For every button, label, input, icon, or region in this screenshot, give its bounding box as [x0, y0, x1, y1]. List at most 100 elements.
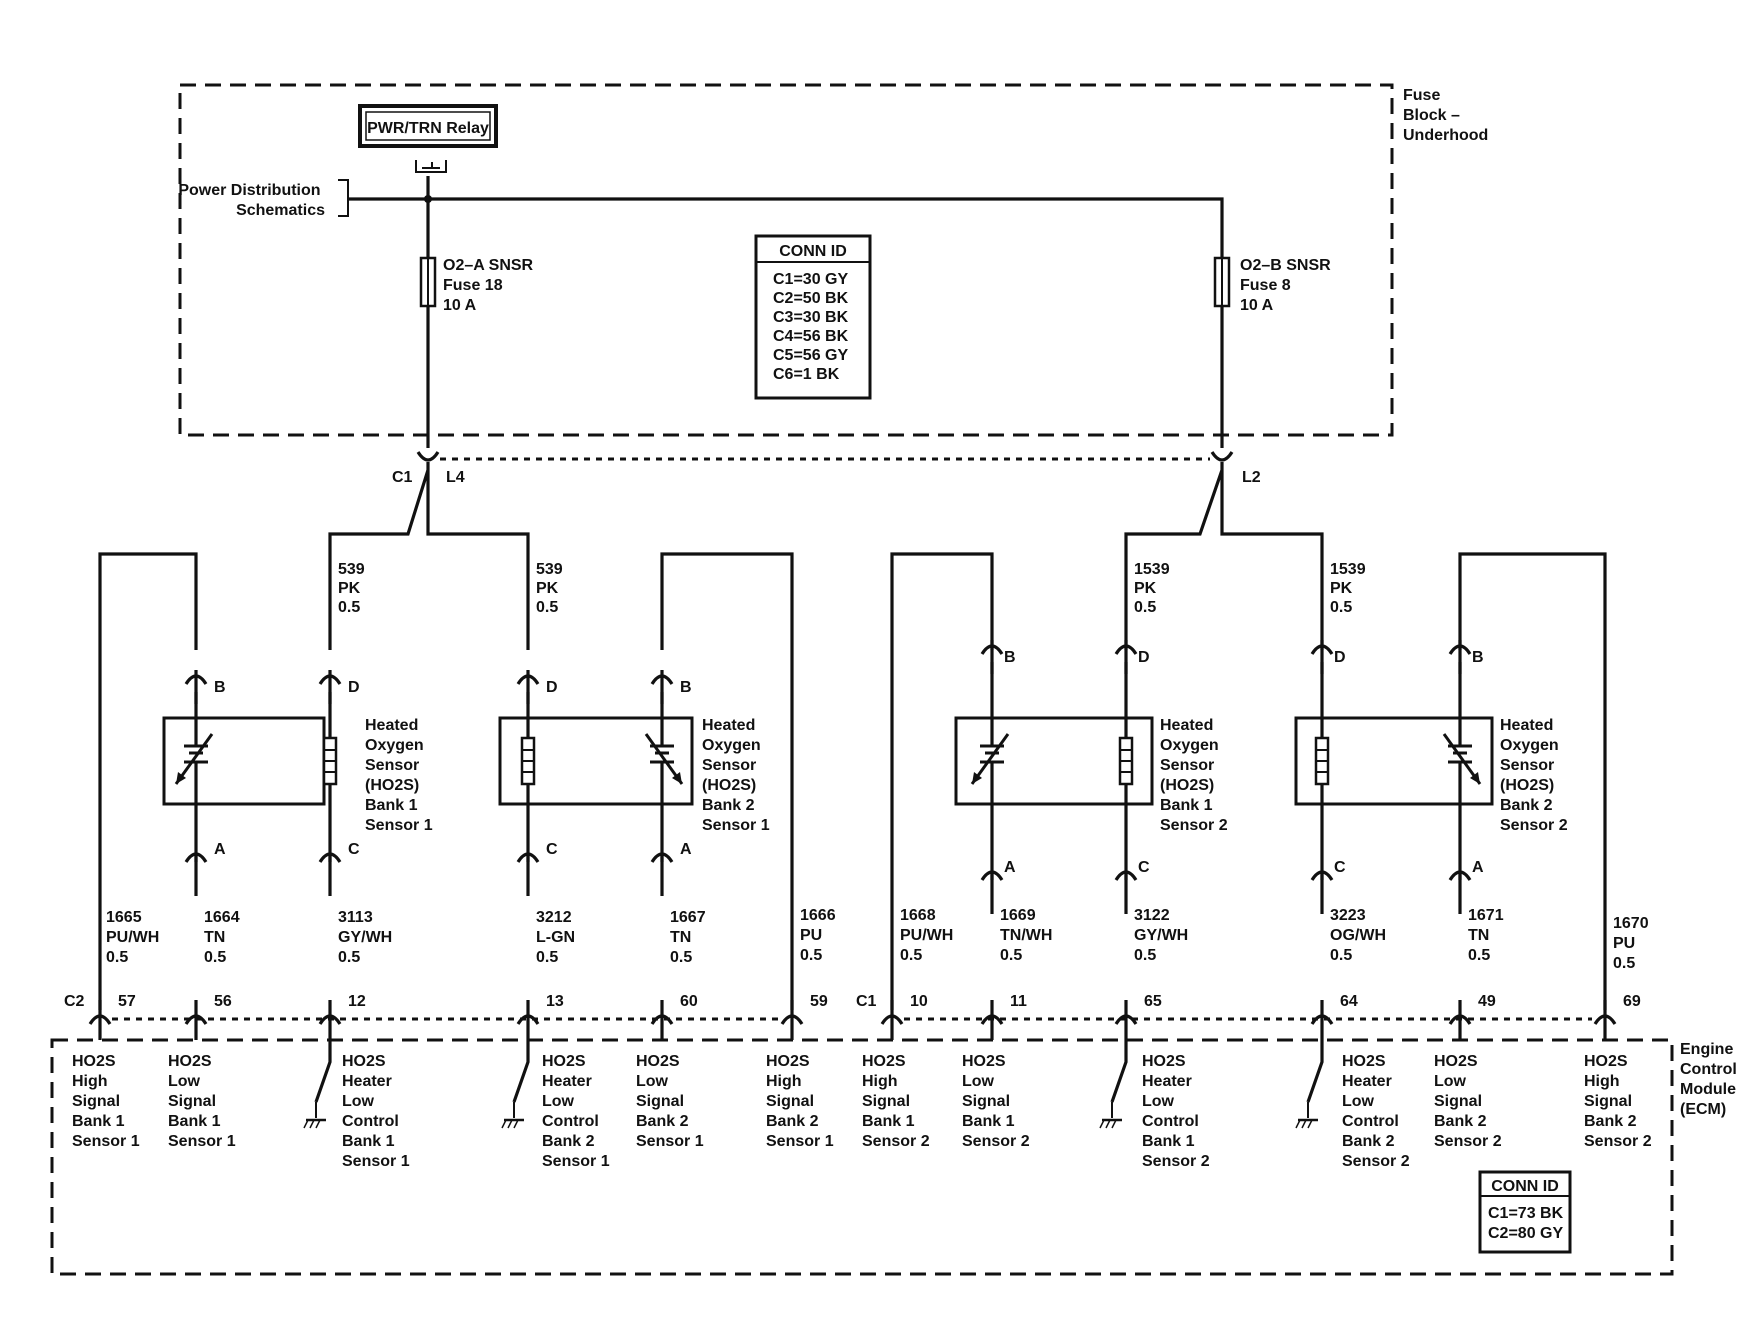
pin-letter: A: [214, 841, 226, 858]
conn-id-table-bottom: CONN ID C1=73 BK C2=80 GY: [1478, 1170, 1572, 1254]
svg-text:CONN ID: CONN ID: [1491, 1178, 1559, 1195]
power-bus: [348, 197, 1224, 260]
svg-text:PWR/TRN Relay: PWR/TRN Relay: [367, 120, 489, 137]
fuse-b: [1213, 256, 1231, 308]
pin-number: 57: [118, 993, 136, 1010]
wire-1665-loop: [98, 552, 198, 1010]
pin-letter: B: [214, 679, 226, 696]
sensor-connector-a: [1448, 870, 1472, 881]
pin-number: 60: [680, 993, 698, 1010]
fuse-b-label: O2–B SNSR Fuse 8 10 A: [1240, 257, 1335, 314]
sensor-connector-b: [1448, 644, 1472, 655]
sensor-connector-d: [516, 674, 540, 685]
ecm-c2-label: C2: [64, 993, 85, 1010]
pin-number: 64: [1340, 993, 1358, 1010]
conn-id-table-top: CONN ID C1=30 GY C2=50 BK C3=30 BK C4=56…: [754, 234, 872, 400]
pin-number: 59: [810, 993, 828, 1010]
fuse-a: [419, 256, 437, 308]
sensor-connector-a: [980, 870, 1004, 881]
low-side-driver-switch-icon: [303, 1040, 332, 1129]
oxygen-cell-icon: [1442, 718, 1482, 804]
sensor-connector-c: [516, 852, 540, 863]
sensor-connector-c: [1114, 870, 1138, 881]
fuse-block-label: Fuse Block – Underhood: [1403, 87, 1488, 144]
sensor-connector-b: [650, 674, 674, 685]
pin-letter: D: [1334, 649, 1346, 666]
pin-letter: C: [546, 841, 558, 858]
sensor-connector-c: [318, 852, 342, 863]
junction-connector-l2: [1124, 451, 1324, 650]
svg-text:CONN ID: CONN ID: [779, 243, 847, 260]
pin-letter: D: [348, 679, 360, 696]
pin-number: 12: [348, 993, 366, 1010]
supply-wire-label-4: 1539 PK 0.5: [1330, 561, 1370, 616]
pin-letter: B: [680, 679, 692, 696]
sensor-connector-b: [980, 644, 1004, 655]
pin-letter: B: [1004, 649, 1016, 666]
wire-1670-loop: [1458, 552, 1607, 1010]
supply-wire-label-2: 539 PK 0.5: [536, 561, 567, 616]
low-side-driver-switch-icon: [1099, 1040, 1128, 1129]
ecm-c1-label: C1: [856, 993, 877, 1010]
sensor-connector-a: [650, 852, 674, 863]
junction-c1-label: C1: [392, 469, 413, 486]
wire-1666-loop: [660, 552, 794, 1010]
pin-letter: A: [1472, 859, 1484, 876]
oxygen-cell-icon: [970, 718, 1010, 804]
pin-number: 65: [1144, 993, 1162, 1010]
pin-letter: D: [1138, 649, 1150, 666]
pin-number: 49: [1478, 993, 1496, 1010]
sensor-connector-c: [1310, 870, 1334, 881]
sensor-connector-b: [184, 674, 208, 685]
junction-l2-label: L2: [1242, 469, 1261, 486]
wire-1668-loop: [890, 552, 994, 1010]
low-side-driver-switch-icon: [501, 1040, 530, 1129]
pin-number: 56: [214, 993, 232, 1010]
power-distribution-bracket: [338, 179, 349, 217]
ecm-label: Engine Control Module (ECM): [1680, 1041, 1741, 1118]
sensor-connector-a: [184, 852, 208, 863]
oxygen-cell-icon: [644, 718, 684, 804]
pin-number: 13: [546, 993, 564, 1010]
power-distribution-label: Power Distribution Schematics: [178, 182, 325, 219]
pin-number: 69: [1623, 993, 1641, 1010]
oxygen-cell-icon: [174, 718, 214, 804]
